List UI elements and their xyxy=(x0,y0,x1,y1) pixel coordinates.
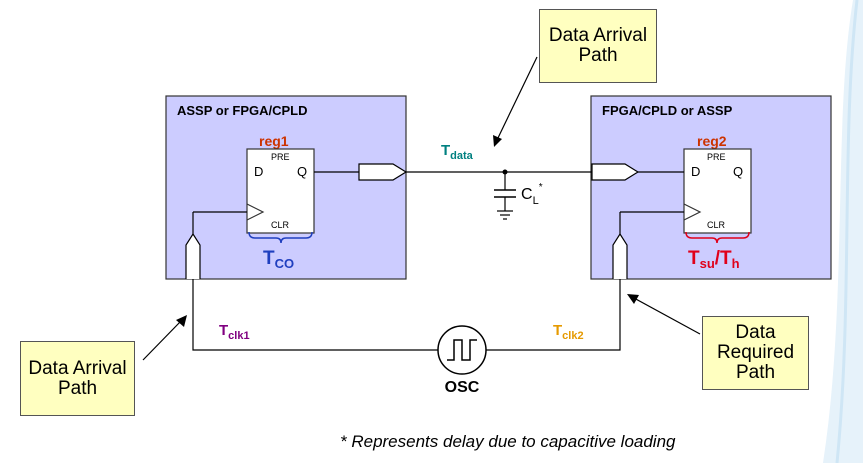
arrival-top-arrowhead xyxy=(493,135,502,147)
tclk2-label: Tclk2 xyxy=(553,322,584,342)
callout-data-arrival-top: Data Arrival Path xyxy=(539,9,657,83)
right-device-label: FPGA/CPLD or ASSP xyxy=(602,103,733,118)
tco-label: TCO xyxy=(263,248,294,271)
reg1-box xyxy=(246,148,315,234)
tco-bracket xyxy=(248,231,313,244)
reg2-box xyxy=(683,148,752,234)
reg2-pre: PRE xyxy=(707,152,726,162)
left-clock-trace xyxy=(192,279,438,351)
tsu-th-label: Tsu/Th xyxy=(688,248,740,271)
arrival-left-arrow-line xyxy=(142,320,182,361)
arrival-left-arrowhead xyxy=(176,315,187,327)
output-buffer xyxy=(358,163,408,181)
reg1-label: reg1 xyxy=(259,133,289,149)
reg1-clock-triangle xyxy=(246,203,265,221)
callout-text-line: Path xyxy=(735,362,776,383)
callout-text-line: Data Arrival xyxy=(548,25,648,46)
left-clock-buffer xyxy=(185,232,201,279)
right-clock-buffer xyxy=(612,232,628,279)
tsu-th-bracket xyxy=(685,231,750,244)
callout-text-line: Data xyxy=(735,322,776,343)
reg2-clock-triangle xyxy=(683,203,702,221)
arrival-top-arrow-line xyxy=(496,56,538,141)
reg2-d: D xyxy=(691,164,700,179)
reg2-clr: CLR xyxy=(707,220,726,230)
square-wave-icon xyxy=(447,339,477,361)
callout-data-required: Data Required Path xyxy=(702,316,809,390)
right-clock-trace xyxy=(486,279,621,351)
tclk1-label: Tclk1 xyxy=(219,322,250,342)
callout-data-arrival-left: Data Arrival Path xyxy=(20,341,135,416)
reg1-pre: PRE xyxy=(271,152,290,162)
input-buffer xyxy=(591,163,640,181)
required-arrowhead xyxy=(627,294,639,304)
callout-text-line: Required xyxy=(716,342,795,363)
decorative-swoosh xyxy=(823,0,863,463)
callout-text-line: Data Arrival xyxy=(28,357,127,379)
reg2-q: Q xyxy=(733,164,743,179)
osc-label: OSC xyxy=(445,379,480,396)
reg1-d: D xyxy=(254,164,263,179)
reg2-label: reg2 xyxy=(697,133,727,149)
reg1-clr: CLR xyxy=(271,220,290,230)
reg1-q: Q xyxy=(297,164,307,179)
tdata-label: Tdata xyxy=(441,142,474,162)
left-device-label: ASSP or FPGA/CPLD xyxy=(177,103,308,118)
callout-text-line: Path xyxy=(57,377,98,399)
callout-text-line: Path xyxy=(578,45,618,66)
footnote: * Represents delay due to capacitive loa… xyxy=(340,432,676,451)
cl-label: CL* xyxy=(521,182,543,207)
required-arrow-line xyxy=(633,297,701,335)
